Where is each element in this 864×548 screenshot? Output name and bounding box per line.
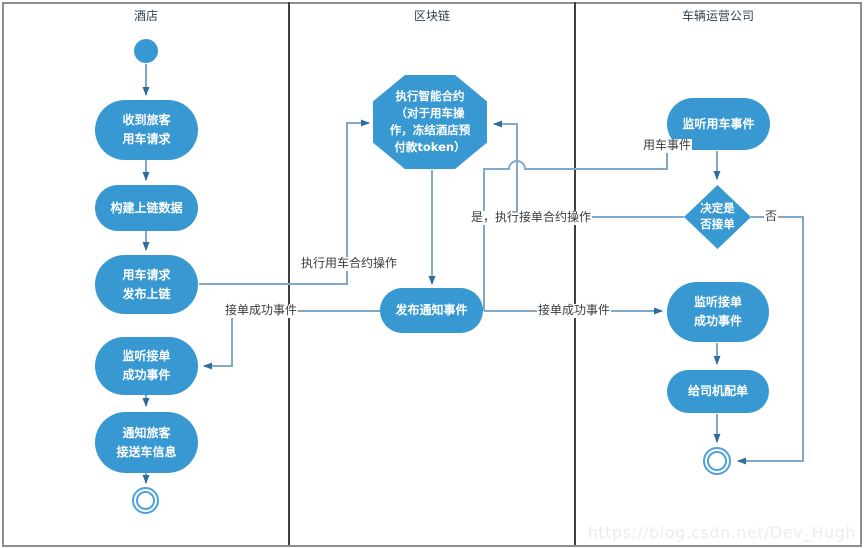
edge-label-car-event: 用车事件	[642, 138, 693, 153]
node-assign-driver: 给司机配单	[667, 370, 769, 413]
edge-label-no: 否	[764, 209, 779, 224]
node-execute-contract: 执行智能合约 （对于用车操 作，冻结酒店预 付款token）	[373, 75, 487, 169]
lane-divider-2	[574, 2, 576, 545]
node-receive-request: 收到旅客 用车请求	[95, 100, 198, 160]
edge-publish-to-contract	[199, 119, 370, 285]
edge-label-exec-car-contract: 执行用车合约操作	[300, 256, 399, 271]
edge-decision-yes-to-contract	[493, 120, 684, 218]
edge-label-accept-success-right: 接单成功事件	[537, 303, 612, 318]
end-node-hotel	[132, 487, 159, 514]
lane-title-company: 车辆运营公司	[681, 9, 754, 23]
node-publish-notify-event: 发布通知事件	[380, 288, 483, 333]
watermark: https://blog.csdn.net/Dev_Hugh	[587, 523, 856, 542]
node-listen-accept-company: 监听接单 成功事件	[667, 282, 769, 342]
edge-label-yes-exec-accept: 是，执行接单合约操作	[470, 210, 593, 225]
node-notify-passenger: 通知旅客 接送车信息	[95, 412, 198, 473]
edge-notifyevent-to-carlisten	[483, 140, 671, 311]
edge-notifyevent-to-hotel-listen	[203, 310, 380, 370]
end-node-company-inner	[707, 451, 727, 471]
edge-label-accept-success-left: 接单成功事件	[224, 303, 299, 318]
end-node-company	[703, 447, 731, 475]
end-node-hotel-inner	[136, 491, 155, 510]
lane-divider-1	[288, 2, 290, 545]
lane-title-hotel: 酒店	[133, 9, 158, 23]
start-node-hotel	[134, 39, 158, 63]
lane-title-blockchain: 区块链	[413, 9, 450, 23]
node-listen-accept-hotel: 监听接单 成功事件	[95, 337, 198, 395]
node-build-data: 构建上链数据	[95, 185, 198, 231]
node-publish-request: 用车请求 发布上链	[95, 255, 198, 314]
